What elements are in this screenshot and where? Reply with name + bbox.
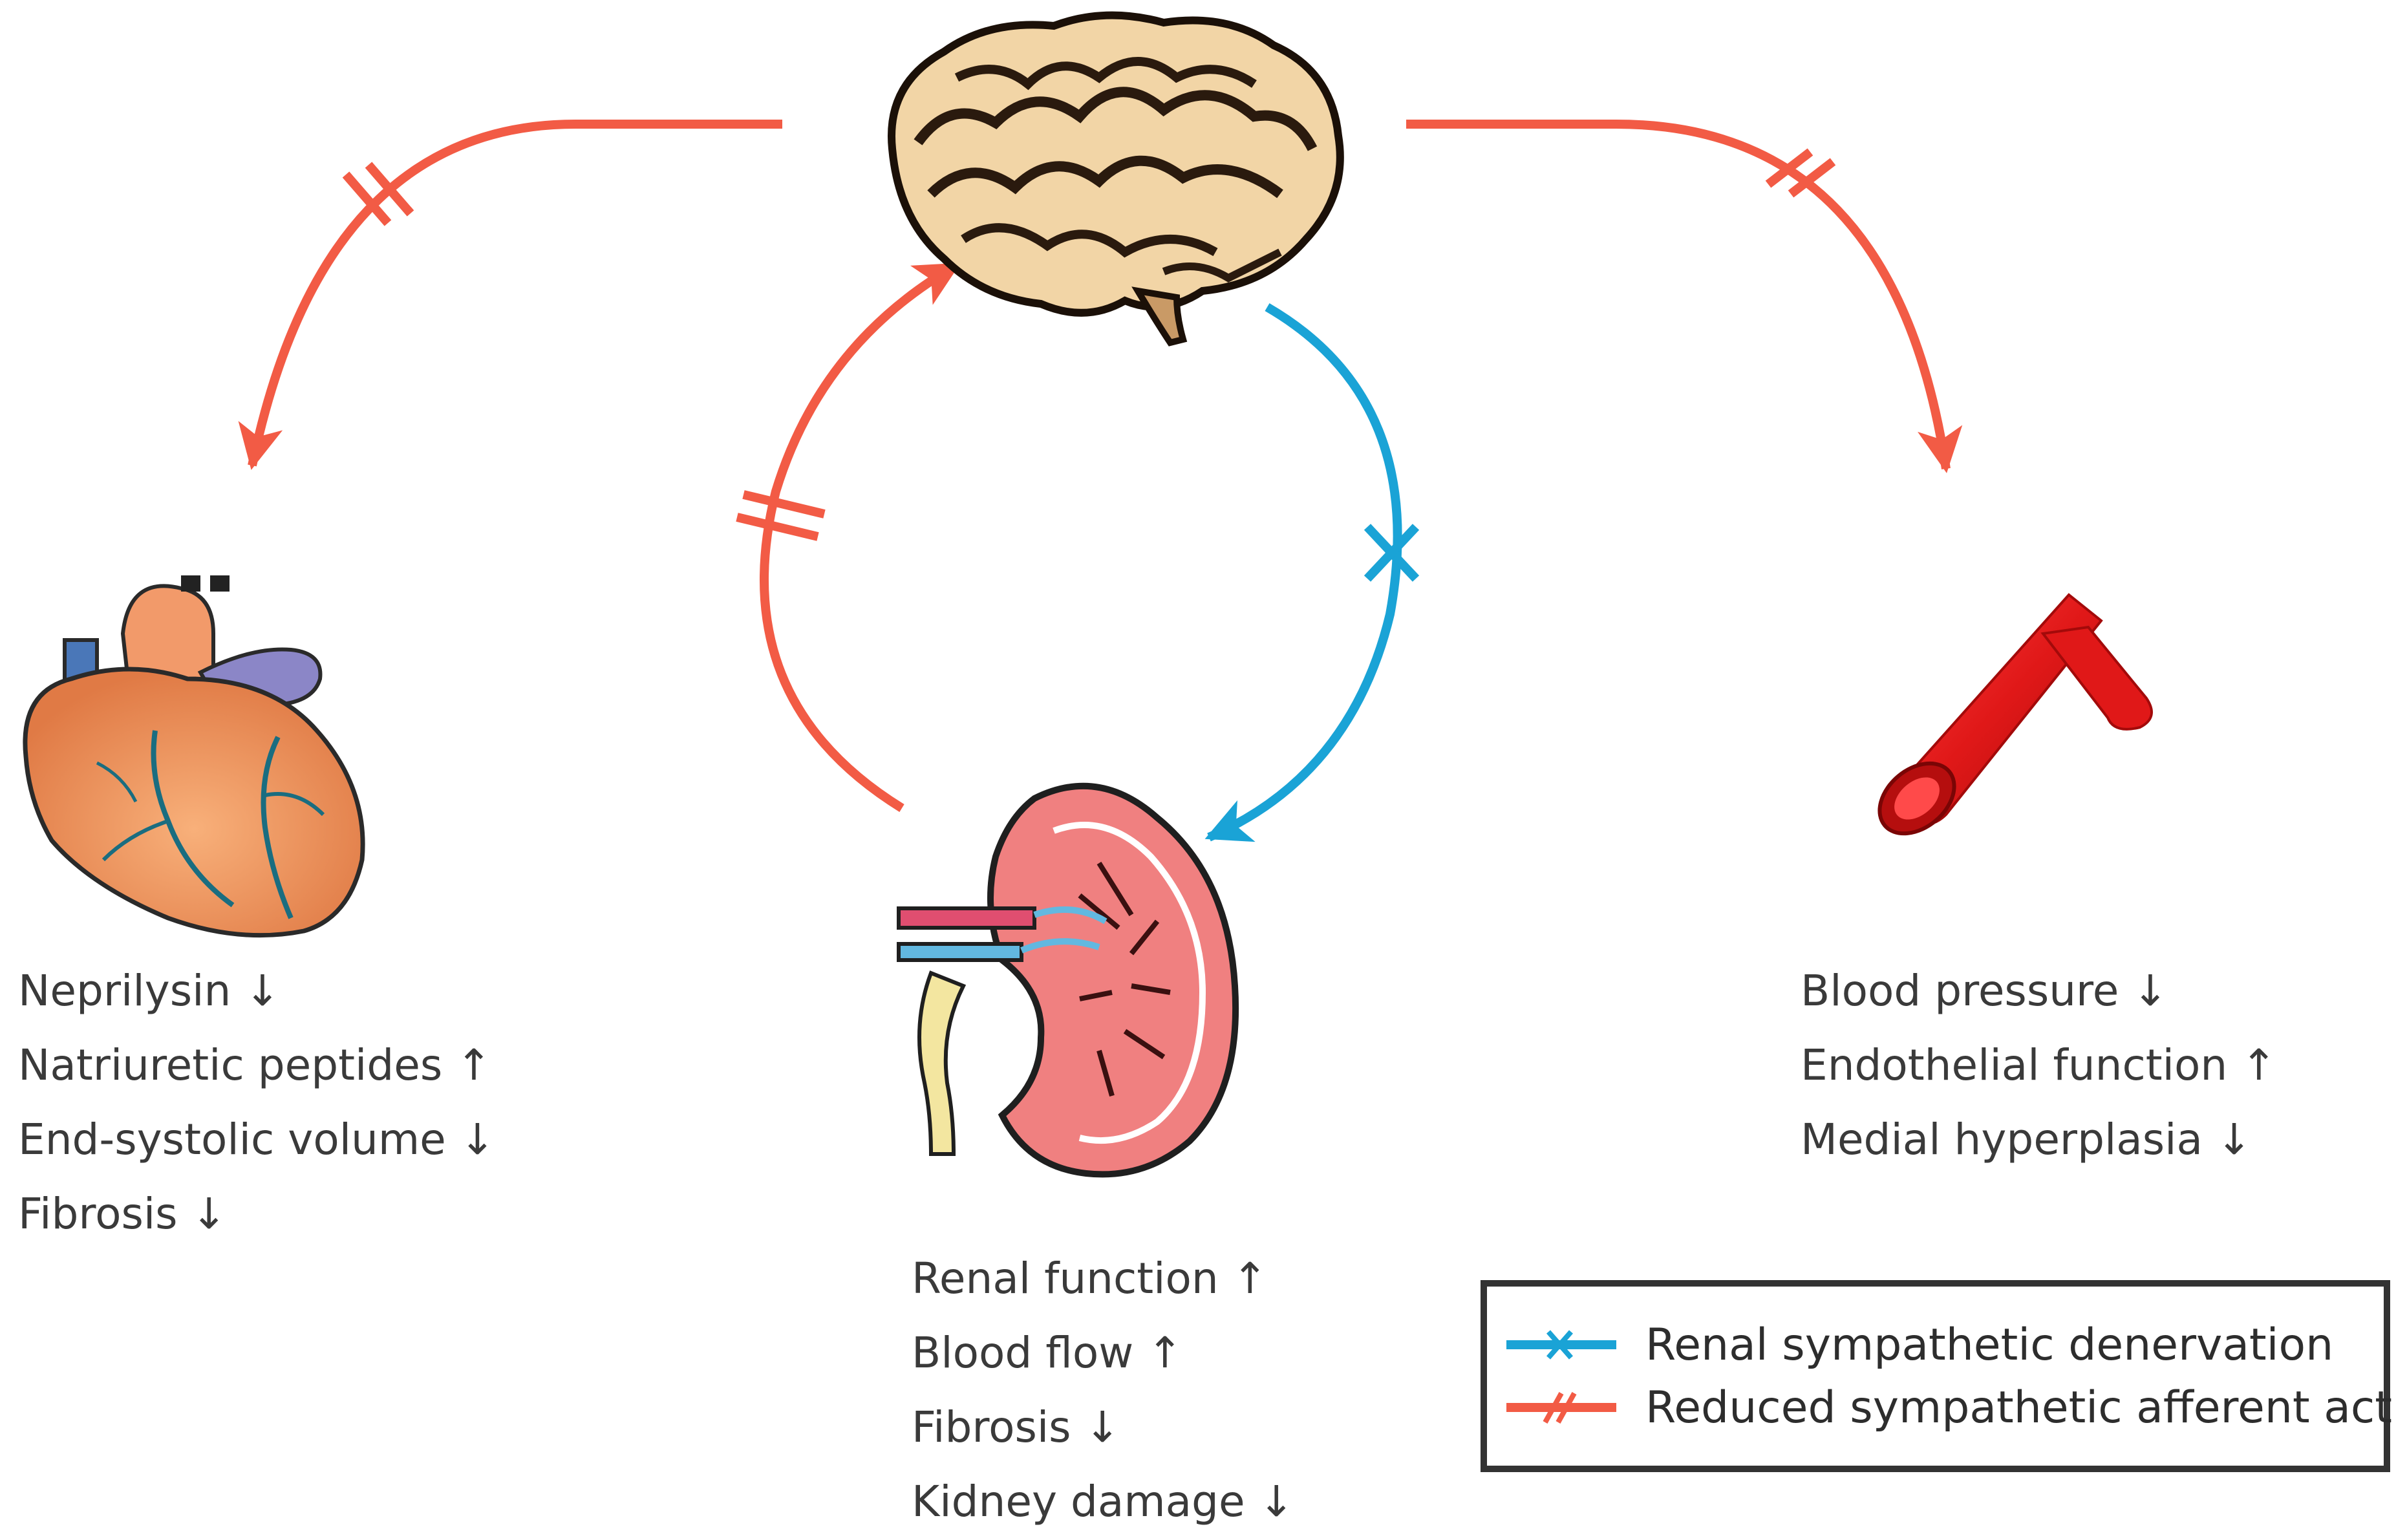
kidney-effect-renal-function: Renal function ↑ (912, 1254, 1268, 1303)
legend-box (1481, 1280, 2390, 1472)
arrow-kidney-to-brain (736, 261, 961, 812)
heart-effect-natriuretic-peptides: Natriuretic peptides ↑ (18, 1040, 492, 1090)
legend-label-afferent: Reduced sympathetic afferent activity (1645, 1382, 2396, 1433)
kidney-effect-kidney-damage: Kidney damage ↓ (912, 1477, 1294, 1526)
kidney-icon (897, 782, 1239, 1178)
vessel-effect-medial-hyperplasia: Medial hyperplasia ↓ (1801, 1115, 2252, 1164)
artery-icon (1877, 593, 2153, 836)
x-cross-icon (1546, 1330, 1574, 1360)
kidney-effects: Renal function ↑ Blood flow ↑ Fibrosis ↓… (912, 1254, 1294, 1526)
heart-effects: Neprilysin ↓ Natriuretic peptides ↑ End-… (18, 966, 495, 1239)
afferent-break-symbol (1765, 148, 1836, 198)
legend-item-afferent: Reduced sympathetic afferent activity (1506, 1382, 2396, 1433)
afferent-break-symbol (736, 490, 826, 541)
vessel-effect-endothelial-function: Endothelial function ↑ (1801, 1040, 2276, 1090)
afferent-break-symbol (342, 162, 414, 226)
heart-icon (23, 575, 365, 938)
heart-effect-neprilysin: Neprilysin ↓ (18, 966, 281, 1016)
arrow-brain-to-heart (238, 120, 782, 470)
vessel-effects: Blood pressure ↓ Endothelial function ↑ … (1801, 966, 2276, 1164)
legend: Renal sympathetic denervation Reduced sy… (1481, 1280, 2396, 1472)
brain-icon (888, 11, 1344, 347)
legend-item-denervation: Renal sympathetic denervation (1506, 1320, 2333, 1371)
heart-effect-fibrosis: Fibrosis ↓ (18, 1189, 227, 1239)
arrow-brain-to-kidney (1204, 303, 1420, 842)
arrow-brain-to-vessel (1406, 120, 1963, 473)
kidney-effect-fibrosis: Fibrosis ↓ (912, 1402, 1120, 1452)
heart-effect-end-systolic-volume: End-systolic volume ↓ (18, 1115, 495, 1164)
legend-label-denervation: Renal sympathetic denervation (1645, 1320, 2333, 1371)
double-bar-icon (1543, 1392, 1577, 1424)
denervation-cross-symbol (1364, 524, 1420, 582)
kidney-effect-blood-flow: Blood flow ↑ (912, 1328, 1182, 1378)
vessel-effect-blood-pressure: Blood pressure ↓ (1801, 966, 2168, 1016)
